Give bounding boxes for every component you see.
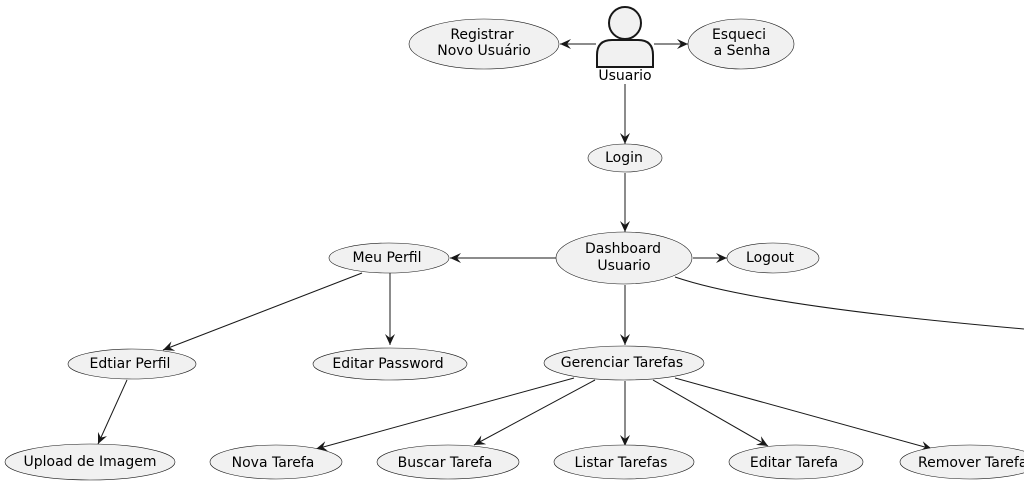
use-case-editar-perfil[interactable]: Edtiar Perfil [67, 348, 197, 380]
use-case-label: Logout [746, 250, 794, 266]
edge-editar-perfil-upload [97, 379, 128, 445]
use-case-label: Edtiar Perfil [90, 356, 171, 372]
use-case-label: Listar Tarefas [575, 455, 668, 471]
use-case-label: Nova Tarefa [232, 455, 315, 471]
edge-dashboard-offscreen [674, 276, 1024, 330]
use-case-label: Remover Tarefa [918, 455, 1024, 471]
edge-gerenciar-editar [652, 379, 769, 447]
use-case-dashboard[interactable]: Dashboard Usuario [555, 231, 693, 285]
use-case-label: Upload de Imagem [24, 454, 157, 470]
use-case-gerenciar-tarefas[interactable]: Gerenciar Tarefas [543, 345, 705, 381]
edges [97, 39, 1024, 451]
actor-usuario[interactable]: Usuario [596, 6, 654, 84]
use-case-buscar-tarefa[interactable]: Buscar Tarefa [376, 444, 520, 480]
edge-perfil-editar-perfil [162, 272, 363, 351]
use-case-listar-tarefas[interactable]: Listar Tarefas [553, 444, 695, 480]
use-case-label: Editar Password [332, 356, 443, 372]
use-case-label: Buscar Tarefa [398, 455, 493, 471]
use-case-editar-password[interactable]: Editar Password [312, 347, 468, 381]
use-case-label: Editar Tarefa [750, 455, 838, 471]
use-case-label: Meu Perfil [352, 250, 421, 266]
use-case-meu-perfil[interactable]: Meu Perfil [328, 242, 450, 274]
use-case-label: a Senha [714, 43, 771, 59]
use-case-label: Registrar [450, 27, 514, 43]
use-case-label: Usuario [597, 258, 650, 274]
use-case-login[interactable]: Login [587, 143, 663, 173]
edge-gerenciar-buscar [473, 379, 596, 446]
use-case-label: Esqueci [712, 27, 766, 43]
use-case-nova-tarefa[interactable]: Nova Tarefa [209, 444, 343, 480]
edge-gerenciar-nova [315, 377, 575, 451]
use-case-upload-imagem[interactable]: Upload de Imagem [4, 443, 176, 481]
use-case-editar-tarefa[interactable]: Editar Tarefa [728, 444, 864, 480]
use-case-remover-tarefa[interactable]: Remover Tarefa [899, 444, 1024, 480]
use-case-logout[interactable]: Logout [726, 242, 820, 274]
edge-gerenciar-remover [674, 377, 933, 451]
user-actor-icon [596, 6, 654, 68]
use-case-label: Dashboard [585, 241, 661, 257]
use-case-label: Novo Usuário [437, 43, 531, 59]
use-case-registrar[interactable]: Registrar Novo Usuário [408, 18, 560, 70]
use-case-label: Login [605, 150, 643, 166]
actor-name: Usuario [598, 68, 651, 84]
use-case-label: Gerenciar Tarefas [561, 355, 683, 371]
use-case-esqueci-senha[interactable]: Esqueci a Senha [687, 18, 795, 70]
